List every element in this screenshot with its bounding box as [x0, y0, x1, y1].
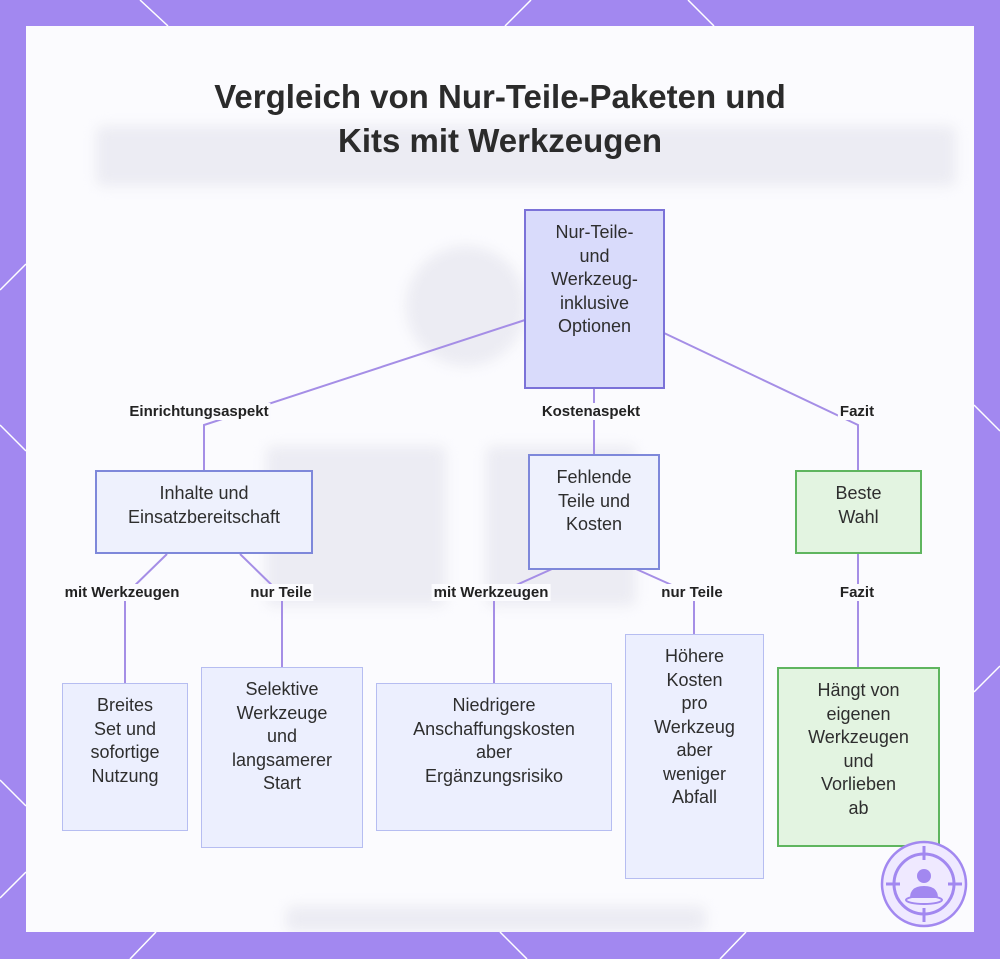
edge-root-inhalte — [203, 319, 526, 470]
edge-label-mit-werkzeugen-2: mit Werkzeugen — [431, 584, 551, 601]
edge-root-beste — [663, 332, 859, 470]
edge-label-einrichtungsaspekt: Einrichtungsaspekt — [127, 403, 271, 420]
edge-inhalte-selektive — [239, 553, 283, 667]
edge-label-mit-werkzeugen-1: mit Werkzeugen — [62, 584, 182, 601]
title-line-1: Vergleich von Nur-Teile-Paketen und — [214, 78, 786, 115]
edge-label-fazit-1: Fazit — [837, 403, 877, 420]
edge-fehlende-hoehere — [635, 568, 695, 635]
edge-label-nur-teile-2: nur Teile — [659, 584, 725, 601]
edge-label-nur-teile-1: nur Teile — [248, 584, 314, 601]
edge-label-fazit-2: Fazit — [837, 584, 877, 601]
title-line-2: Kits mit Werkzeugen — [338, 122, 662, 159]
edge-label-kostenaspekt: Kostenaspekt — [539, 403, 643, 420]
edge-inhalte-breites — [124, 553, 168, 683]
target-person-icon — [880, 840, 968, 928]
page-title: Vergleich von Nur-Teile-Paketen und Kits… — [0, 75, 1000, 163]
